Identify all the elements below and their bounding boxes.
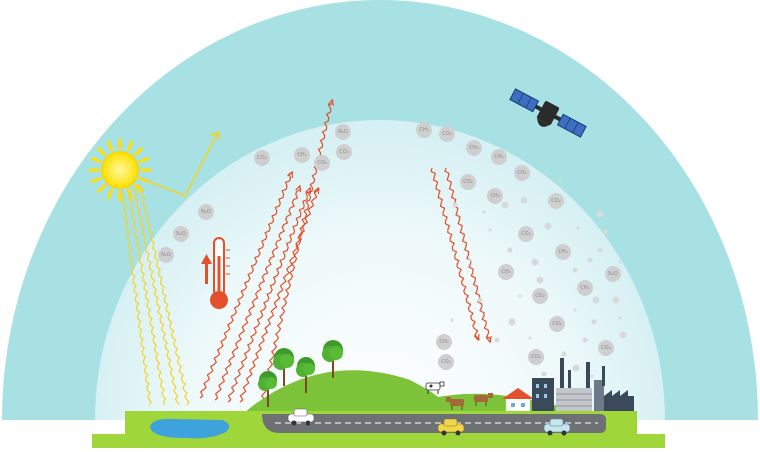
svg-text:N₂O: N₂O bbox=[176, 231, 186, 237]
svg-text:CH₄: CH₄ bbox=[297, 152, 306, 158]
tree-icon bbox=[296, 357, 315, 393]
car-icon bbox=[543, 418, 571, 436]
molecule-icon: CO₂ bbox=[518, 226, 534, 242]
svg-text:N₂O: N₂O bbox=[161, 252, 171, 258]
svg-text:N₂O: N₂O bbox=[201, 209, 211, 215]
molecule-icon: N₂O bbox=[198, 204, 214, 220]
svg-text:CO₂: CO₂ bbox=[442, 131, 451, 137]
thermometer-icon bbox=[210, 237, 230, 309]
svg-text:CO₂: CO₂ bbox=[257, 155, 266, 161]
molecule-icon: CO₂ bbox=[514, 165, 530, 181]
molecule-icon: CO₂ bbox=[548, 193, 564, 209]
svg-text:N₂O: N₂O bbox=[338, 129, 348, 135]
molecule-icon: CO₂ bbox=[549, 316, 565, 332]
sun-icon bbox=[88, 138, 152, 202]
molecule-icon: CH₄ bbox=[555, 244, 571, 260]
molecule-icon: CH₄ bbox=[498, 264, 514, 280]
svg-text:CH₄: CH₄ bbox=[469, 145, 478, 151]
incoming-sunlight-rays bbox=[120, 183, 190, 406]
svg-text:CO₂: CO₂ bbox=[551, 198, 560, 204]
satellite-icon bbox=[509, 88, 587, 138]
reflected-sunlight bbox=[139, 131, 219, 198]
molecule-icon: N₂O bbox=[335, 124, 351, 140]
car-icon bbox=[437, 418, 465, 436]
svg-text:CH₄: CH₄ bbox=[580, 285, 589, 291]
outgoing-heat-rays bbox=[199, 98, 492, 403]
car-icon bbox=[287, 408, 315, 426]
svg-text:CH₄: CH₄ bbox=[419, 127, 428, 133]
molecule-icon: CH₄ bbox=[491, 149, 507, 165]
molecule-icon: CO₂ bbox=[532, 288, 548, 304]
factory-icon bbox=[532, 358, 634, 414]
molecule-icon: CO₂ bbox=[336, 144, 352, 160]
arrow-up-icon bbox=[201, 254, 212, 284]
molecule-icon: CO₂ bbox=[460, 174, 476, 190]
molecule-icon: CO₂ bbox=[439, 126, 455, 142]
svg-text:CO₂: CO₂ bbox=[531, 354, 540, 360]
tree-icon bbox=[322, 340, 343, 378]
house-icon bbox=[502, 388, 534, 415]
cow-icon bbox=[425, 381, 445, 394]
svg-text:CH₄: CH₄ bbox=[490, 193, 499, 199]
tree-icon bbox=[273, 348, 294, 386]
road bbox=[262, 414, 606, 433]
svg-text:CO₂: CO₂ bbox=[317, 160, 326, 166]
molecule-icon: CO₂ bbox=[314, 155, 330, 171]
trees bbox=[258, 340, 343, 407]
cow-icon bbox=[446, 397, 464, 410]
molecule-icon: CO₂ bbox=[528, 349, 544, 365]
molecule-icon: CO₂ bbox=[254, 150, 270, 166]
svg-text:CH₄: CH₄ bbox=[558, 249, 567, 255]
cow-icon bbox=[474, 393, 493, 406]
molecule-icon: N₂O bbox=[158, 247, 174, 263]
ground-strip bbox=[92, 434, 665, 448]
tree-icon bbox=[258, 371, 277, 407]
svg-text:CO₂: CO₂ bbox=[552, 321, 561, 327]
gas-dots bbox=[450, 178, 627, 378]
svg-text:CO₂: CO₂ bbox=[601, 345, 610, 351]
molecule-icon: CH₄ bbox=[466, 140, 482, 156]
svg-text:CO₂: CO₂ bbox=[463, 179, 472, 185]
molecule-icon: CH₄ bbox=[487, 188, 503, 204]
greenhouse-gas-molecules: N₂O CO₂ CO₂ CH₄ CO₂ N₂O N₂O N₂O CH₄ CO₂ CH₄ CH₄ CO₂ C… bbox=[158, 122, 621, 370]
molecule-icon: CO₂ bbox=[438, 354, 454, 370]
svg-text:CO₂: CO₂ bbox=[441, 359, 450, 365]
svg-text:CH₄: CH₄ bbox=[501, 269, 510, 275]
molecule-icon: CO₂ bbox=[598, 340, 614, 356]
svg-text:CO₂: CO₂ bbox=[521, 231, 530, 237]
inner-atmosphere bbox=[95, 120, 665, 420]
svg-text:CO₂: CO₂ bbox=[339, 149, 348, 155]
molecule-icon: CH₄ bbox=[294, 147, 310, 163]
svg-text:CH₄: CH₄ bbox=[439, 339, 448, 345]
molecule-icon: CH₄ bbox=[416, 122, 432, 138]
svg-text:CO₂: CO₂ bbox=[517, 170, 526, 176]
pond bbox=[150, 418, 230, 439]
molecule-icon: CH₄ bbox=[577, 280, 593, 296]
svg-text:N₂O: N₂O bbox=[608, 271, 618, 277]
molecule-icon: N₂O bbox=[605, 266, 621, 282]
svg-text:CH₄: CH₄ bbox=[494, 154, 503, 160]
hill-left bbox=[245, 370, 455, 412]
svg-text:CO₂: CO₂ bbox=[535, 293, 544, 299]
molecule-icon: N₂O bbox=[173, 226, 189, 242]
molecule-icon: CH₄ bbox=[436, 334, 452, 350]
